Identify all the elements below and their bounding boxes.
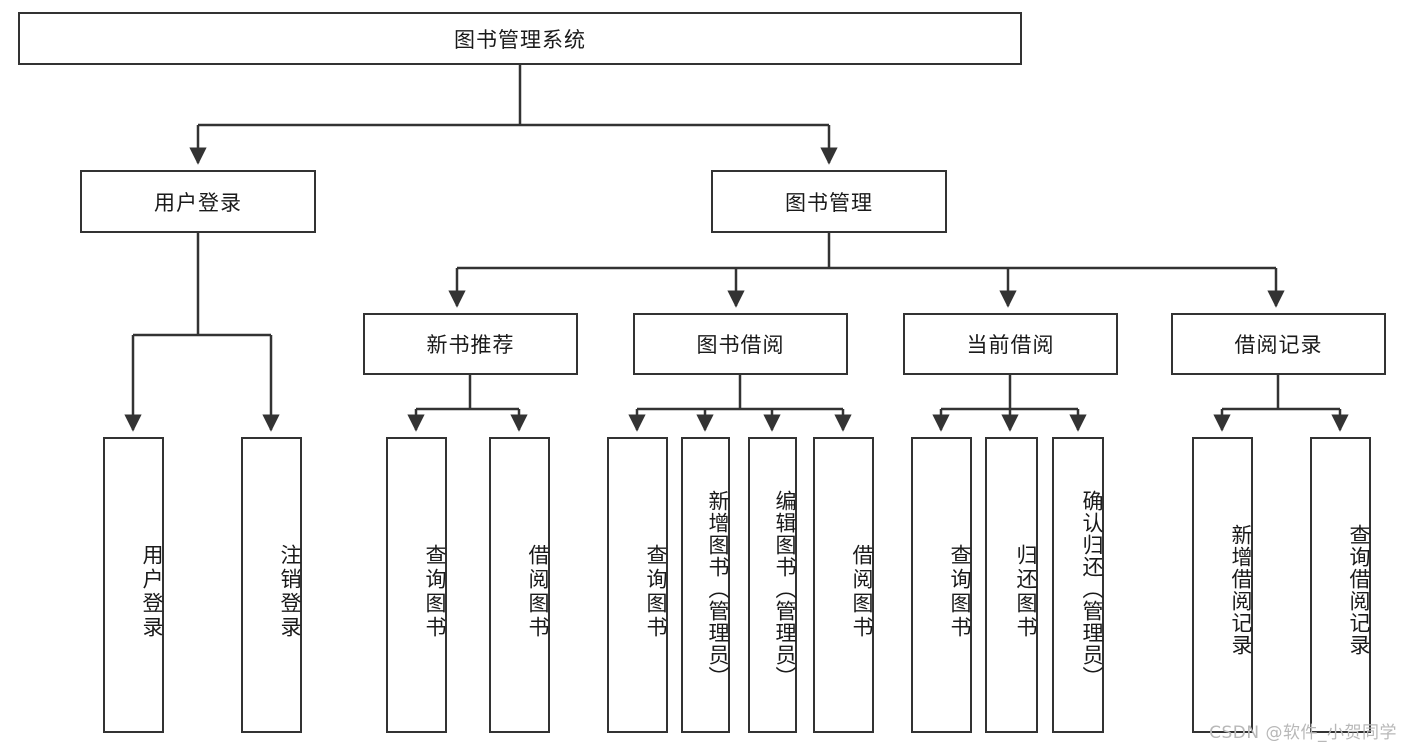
node-user-login-label: 用户登录 bbox=[154, 190, 242, 215]
node-current-borrow[interactable]: 当前借阅 bbox=[903, 313, 1118, 375]
leaf-borrow-add-book-admin[interactable]: 新增图书（管理员） bbox=[681, 437, 730, 733]
leaf-current-confirm-return-admin[interactable]: 确认归还（管理员） bbox=[1052, 437, 1104, 733]
leaf-user-login-logout[interactable]: 注销登录 bbox=[241, 437, 302, 733]
node-user-login[interactable]: 用户登录 bbox=[80, 170, 316, 233]
node-book-management-label: 图书管理 bbox=[785, 190, 873, 215]
leaf-borrow-query-book-label: 查询图书 bbox=[644, 544, 668, 640]
leaf-user-login-login-label: 用户登录 bbox=[140, 544, 164, 640]
leaf-recommend-borrow-book-label: 借阅图书 bbox=[526, 544, 550, 640]
node-current-borrow-label: 当前借阅 bbox=[966, 333, 1055, 357]
leaf-current-return-book-label: 归还图书 bbox=[1014, 544, 1038, 640]
leaf-current-return-book[interactable]: 归还图书 bbox=[985, 437, 1038, 733]
node-new-book-recommend[interactable]: 新书推荐 bbox=[363, 313, 578, 375]
leaf-recommend-query-book[interactable]: 查询图书 bbox=[386, 437, 447, 733]
leaf-record-add-record[interactable]: 新增借阅记录 bbox=[1192, 437, 1253, 733]
leaf-record-add-record-label: 新增借阅记录 bbox=[1229, 524, 1253, 656]
leaf-borrow-query-book[interactable]: 查询图书 bbox=[607, 437, 668, 733]
node-borrow-record-label: 借阅记录 bbox=[1234, 333, 1323, 357]
leaf-current-query-book-label: 查询图书 bbox=[948, 544, 972, 640]
node-root[interactable]: 图书管理系统 bbox=[18, 12, 1022, 65]
leaf-borrow-add-book-admin-label: 新增图书（管理员） bbox=[706, 490, 730, 688]
leaf-user-login-logout-label: 注销登录 bbox=[278, 544, 302, 640]
leaf-recommend-query-book-label: 查询图书 bbox=[423, 544, 447, 640]
leaf-borrow-borrow-book-label: 借阅图书 bbox=[850, 544, 874, 640]
leaf-current-query-book[interactable]: 查询图书 bbox=[911, 437, 972, 733]
node-new-book-recommend-label: 新书推荐 bbox=[426, 333, 515, 357]
csdn-watermark: CSDN @软件_小贺同学 bbox=[1209, 723, 1397, 743]
leaf-record-query-record-label: 查询借阅记录 bbox=[1347, 524, 1371, 656]
node-borrow-record[interactable]: 借阅记录 bbox=[1171, 313, 1386, 375]
leaf-borrow-edit-book-admin[interactable]: 编辑图书（管理员） bbox=[748, 437, 797, 733]
node-book-management[interactable]: 图书管理 bbox=[711, 170, 947, 233]
leaf-user-login-login[interactable]: 用户登录 bbox=[103, 437, 164, 733]
node-root-label: 图书管理系统 bbox=[454, 27, 586, 52]
leaf-recommend-borrow-book[interactable]: 借阅图书 bbox=[489, 437, 550, 733]
node-book-borrow-label: 图书借阅 bbox=[696, 333, 785, 357]
node-book-borrow[interactable]: 图书借阅 bbox=[633, 313, 848, 375]
leaf-record-query-record[interactable]: 查询借阅记录 bbox=[1310, 437, 1371, 733]
leaf-borrow-borrow-book[interactable]: 借阅图书 bbox=[813, 437, 874, 733]
leaf-borrow-edit-book-admin-label: 编辑图书（管理员） bbox=[773, 490, 797, 688]
leaf-current-confirm-return-admin-label: 确认归还（管理员） bbox=[1080, 490, 1104, 688]
